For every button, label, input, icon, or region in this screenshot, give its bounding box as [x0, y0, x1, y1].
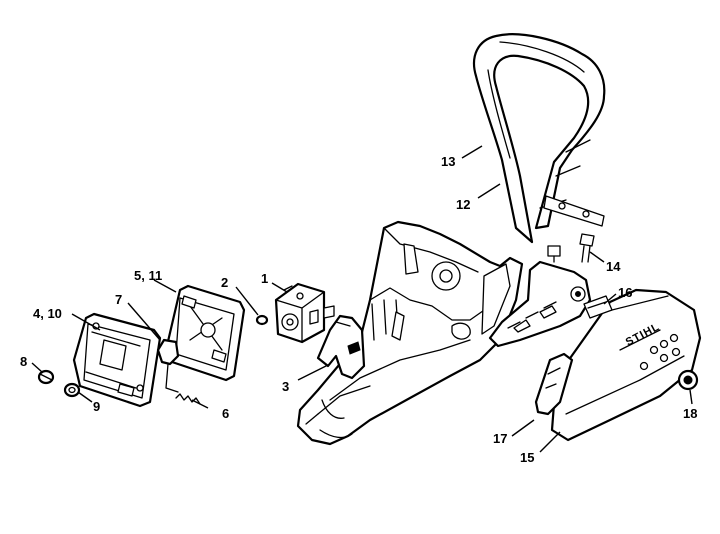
- washer: [255, 314, 269, 326]
- callout-9: 9: [93, 399, 100, 414]
- chain-catcher: [534, 352, 574, 416]
- callout-16: 16: [618, 285, 632, 300]
- callout-17: 17: [493, 431, 507, 446]
- handlebar-bracket: [543, 195, 605, 227]
- knob: [37, 369, 55, 385]
- callout-13: 13: [441, 154, 455, 169]
- sprocket-cover: STIHL: [550, 288, 702, 442]
- callout-4-10: 4, 10: [33, 306, 62, 321]
- callout-1: 1: [261, 271, 268, 286]
- throttle-trigger: [316, 314, 366, 380]
- callout-labels: 1 2 3 4, 10 5, 11 6 7 8 9 12 13 14 15 16…: [20, 154, 697, 465]
- callout-8: 8: [20, 354, 27, 369]
- callout-7: 7: [115, 292, 122, 307]
- guard-plate: [583, 295, 613, 319]
- callout-3: 3: [282, 379, 289, 394]
- grommet: [63, 382, 81, 398]
- callout-2: 2: [221, 275, 228, 290]
- callout-6: 6: [222, 406, 229, 421]
- callout-14: 14: [606, 259, 621, 274]
- nut: [677, 369, 699, 391]
- main-housing: [296, 220, 524, 446]
- filter-housing: [164, 284, 246, 382]
- handlebar: [472, 33, 606, 244]
- leader-lines: [31, 145, 693, 453]
- callout-12: 12: [456, 197, 470, 212]
- chain-tensioner-arm: [488, 260, 592, 348]
- callout-5-11: 5, 11: [134, 268, 162, 283]
- choke-lever: [156, 338, 180, 393]
- spring: [175, 393, 201, 405]
- carburetor: [274, 282, 335, 344]
- screws: [547, 233, 595, 263]
- callout-18: 18: [683, 406, 697, 421]
- filter-cover: [72, 312, 162, 408]
- callout-15: 15: [520, 450, 534, 465]
